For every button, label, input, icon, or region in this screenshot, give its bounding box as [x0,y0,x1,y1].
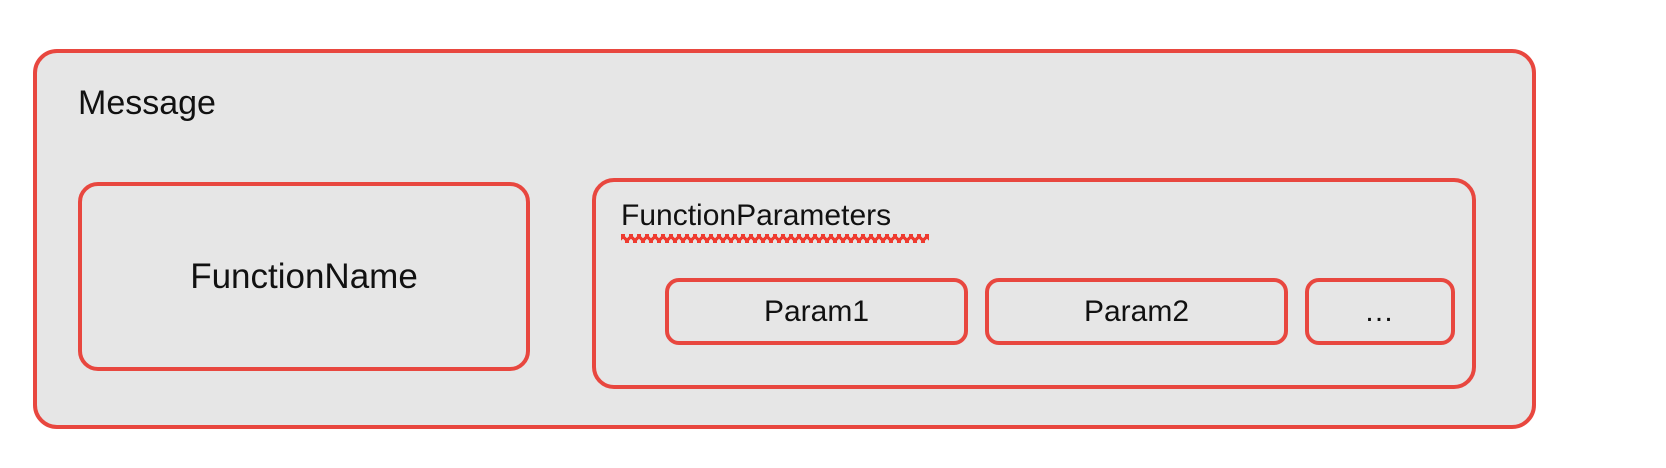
param-box-ellipsis[interactable]: … [1305,278,1455,345]
param-label-1: Param1 [763,294,870,328]
message-label: Message [78,84,216,122]
param-box-1[interactable]: Param1 [665,278,968,345]
param-box-2[interactable]: Param2 [985,278,1288,345]
function-name-label: FunctionName [190,256,418,296]
function-parameters-label: FunctionParameters [621,199,892,232]
function-name-box[interactable] [78,182,530,371]
param-label-2: Param2 [1083,294,1190,328]
param-label-ellipsis: … [1364,294,1396,328]
